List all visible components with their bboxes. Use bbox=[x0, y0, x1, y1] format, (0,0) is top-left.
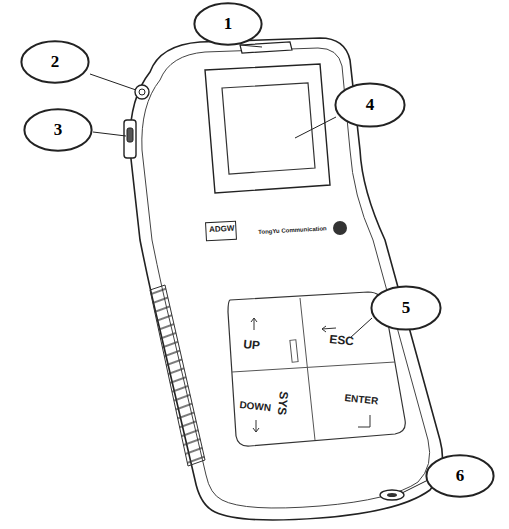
key-label: UP bbox=[243, 338, 261, 352]
callout-ellipse: 3 bbox=[23, 108, 93, 152]
key-label: SYS bbox=[276, 391, 290, 416]
callout-number: 1 bbox=[224, 14, 233, 34]
callout-ellipse: 6 bbox=[425, 454, 495, 498]
callout-ellipse: 4 bbox=[334, 82, 406, 128]
callout-number: 6 bbox=[456, 466, 465, 486]
callout-ellipse: 5 bbox=[370, 285, 442, 331]
callout-ellipse: 1 bbox=[193, 2, 263, 46]
callout-ellipse: 2 bbox=[20, 40, 90, 84]
callout-number: 5 bbox=[402, 298, 411, 318]
callout-number: 3 bbox=[54, 120, 63, 140]
logo-text: ADGW bbox=[209, 225, 235, 234]
callout-number: 2 bbox=[51, 52, 60, 72]
key-label: ESC bbox=[329, 333, 355, 348]
callout-number: 4 bbox=[366, 95, 375, 115]
